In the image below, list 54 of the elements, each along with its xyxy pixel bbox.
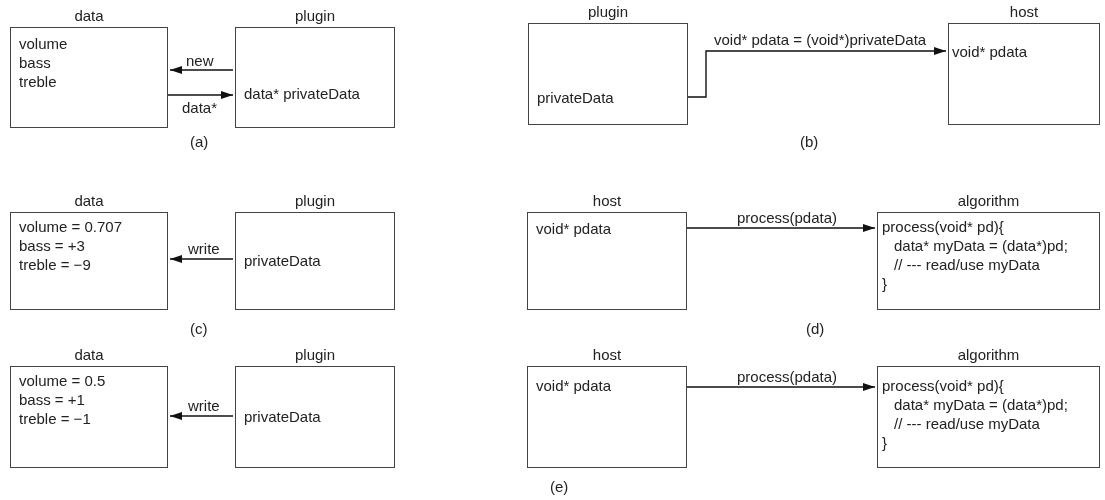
- field-text: treble = −1: [19, 409, 91, 428]
- field-text: bass = +1: [19, 390, 85, 409]
- field-text: treble: [19, 72, 57, 91]
- box-heading: plugin: [295, 7, 335, 25]
- edge-label: data*: [180, 99, 220, 116]
- field-text: void* pdata: [536, 376, 612, 395]
- panel-label: (a): [190, 133, 209, 150]
- box-heading: plugin: [295, 192, 335, 210]
- field-text: privateData: [244, 407, 321, 426]
- field-text: process(void* pd){: [882, 376, 1004, 395]
- field-text: void* pdata: [536, 219, 612, 238]
- arrow: [686, 383, 876, 391]
- box-heading: data: [74, 192, 104, 210]
- field-text: volume = 0.5: [19, 371, 106, 390]
- arrow: [686, 224, 876, 232]
- field-text: // --- read/use myData: [894, 414, 1040, 433]
- edge-label: write: [186, 240, 222, 257]
- panel-label: (c): [190, 320, 208, 337]
- box-heading: algorithm: [957, 192, 1020, 210]
- field-text: process(void* pd){: [882, 217, 1004, 236]
- box-heading: data: [74, 7, 104, 25]
- field-text: data* privateData: [244, 84, 360, 103]
- box-heading: host: [1009, 3, 1039, 21]
- box-heading: host: [592, 346, 622, 364]
- panel-label: (d): [806, 320, 825, 337]
- panel-label: (b): [800, 133, 819, 150]
- field-text: // --- read/use myData: [894, 255, 1040, 274]
- field-text: treble = −9: [19, 255, 91, 274]
- field-text: bass: [19, 53, 51, 72]
- arrow: [687, 47, 947, 98]
- field-text: volume = 0.707: [19, 217, 122, 236]
- arrow: [169, 66, 234, 74]
- edge-label: void* pdata = (void*)privateData: [712, 31, 929, 48]
- arrow: [169, 255, 234, 263]
- field-text: volume: [19, 34, 68, 53]
- box-heading: host: [592, 192, 622, 210]
- field-text: privateData: [244, 251, 321, 270]
- field-text: void* pdata: [952, 42, 1028, 61]
- field-text: data* myData = (data*)pd;: [894, 236, 1068, 255]
- field-text: bass = +3: [19, 236, 85, 255]
- box-heading: plugin: [295, 346, 335, 364]
- box-heading: algorithm: [957, 346, 1020, 364]
- box-heading: plugin: [588, 3, 628, 21]
- panel-label: (e): [550, 478, 569, 495]
- field-text: privateData: [537, 88, 614, 107]
- field-text: }: [882, 274, 887, 293]
- arrow: [169, 412, 234, 420]
- edge-label: write: [186, 397, 222, 414]
- edge-label: process(pdata): [735, 368, 840, 385]
- arrow: [167, 91, 234, 99]
- box-heading: data: [74, 346, 104, 364]
- edge-label: process(pdata): [735, 209, 840, 226]
- field-text: data* myData = (data*)pd;: [894, 395, 1068, 414]
- field-text: }: [882, 433, 887, 452]
